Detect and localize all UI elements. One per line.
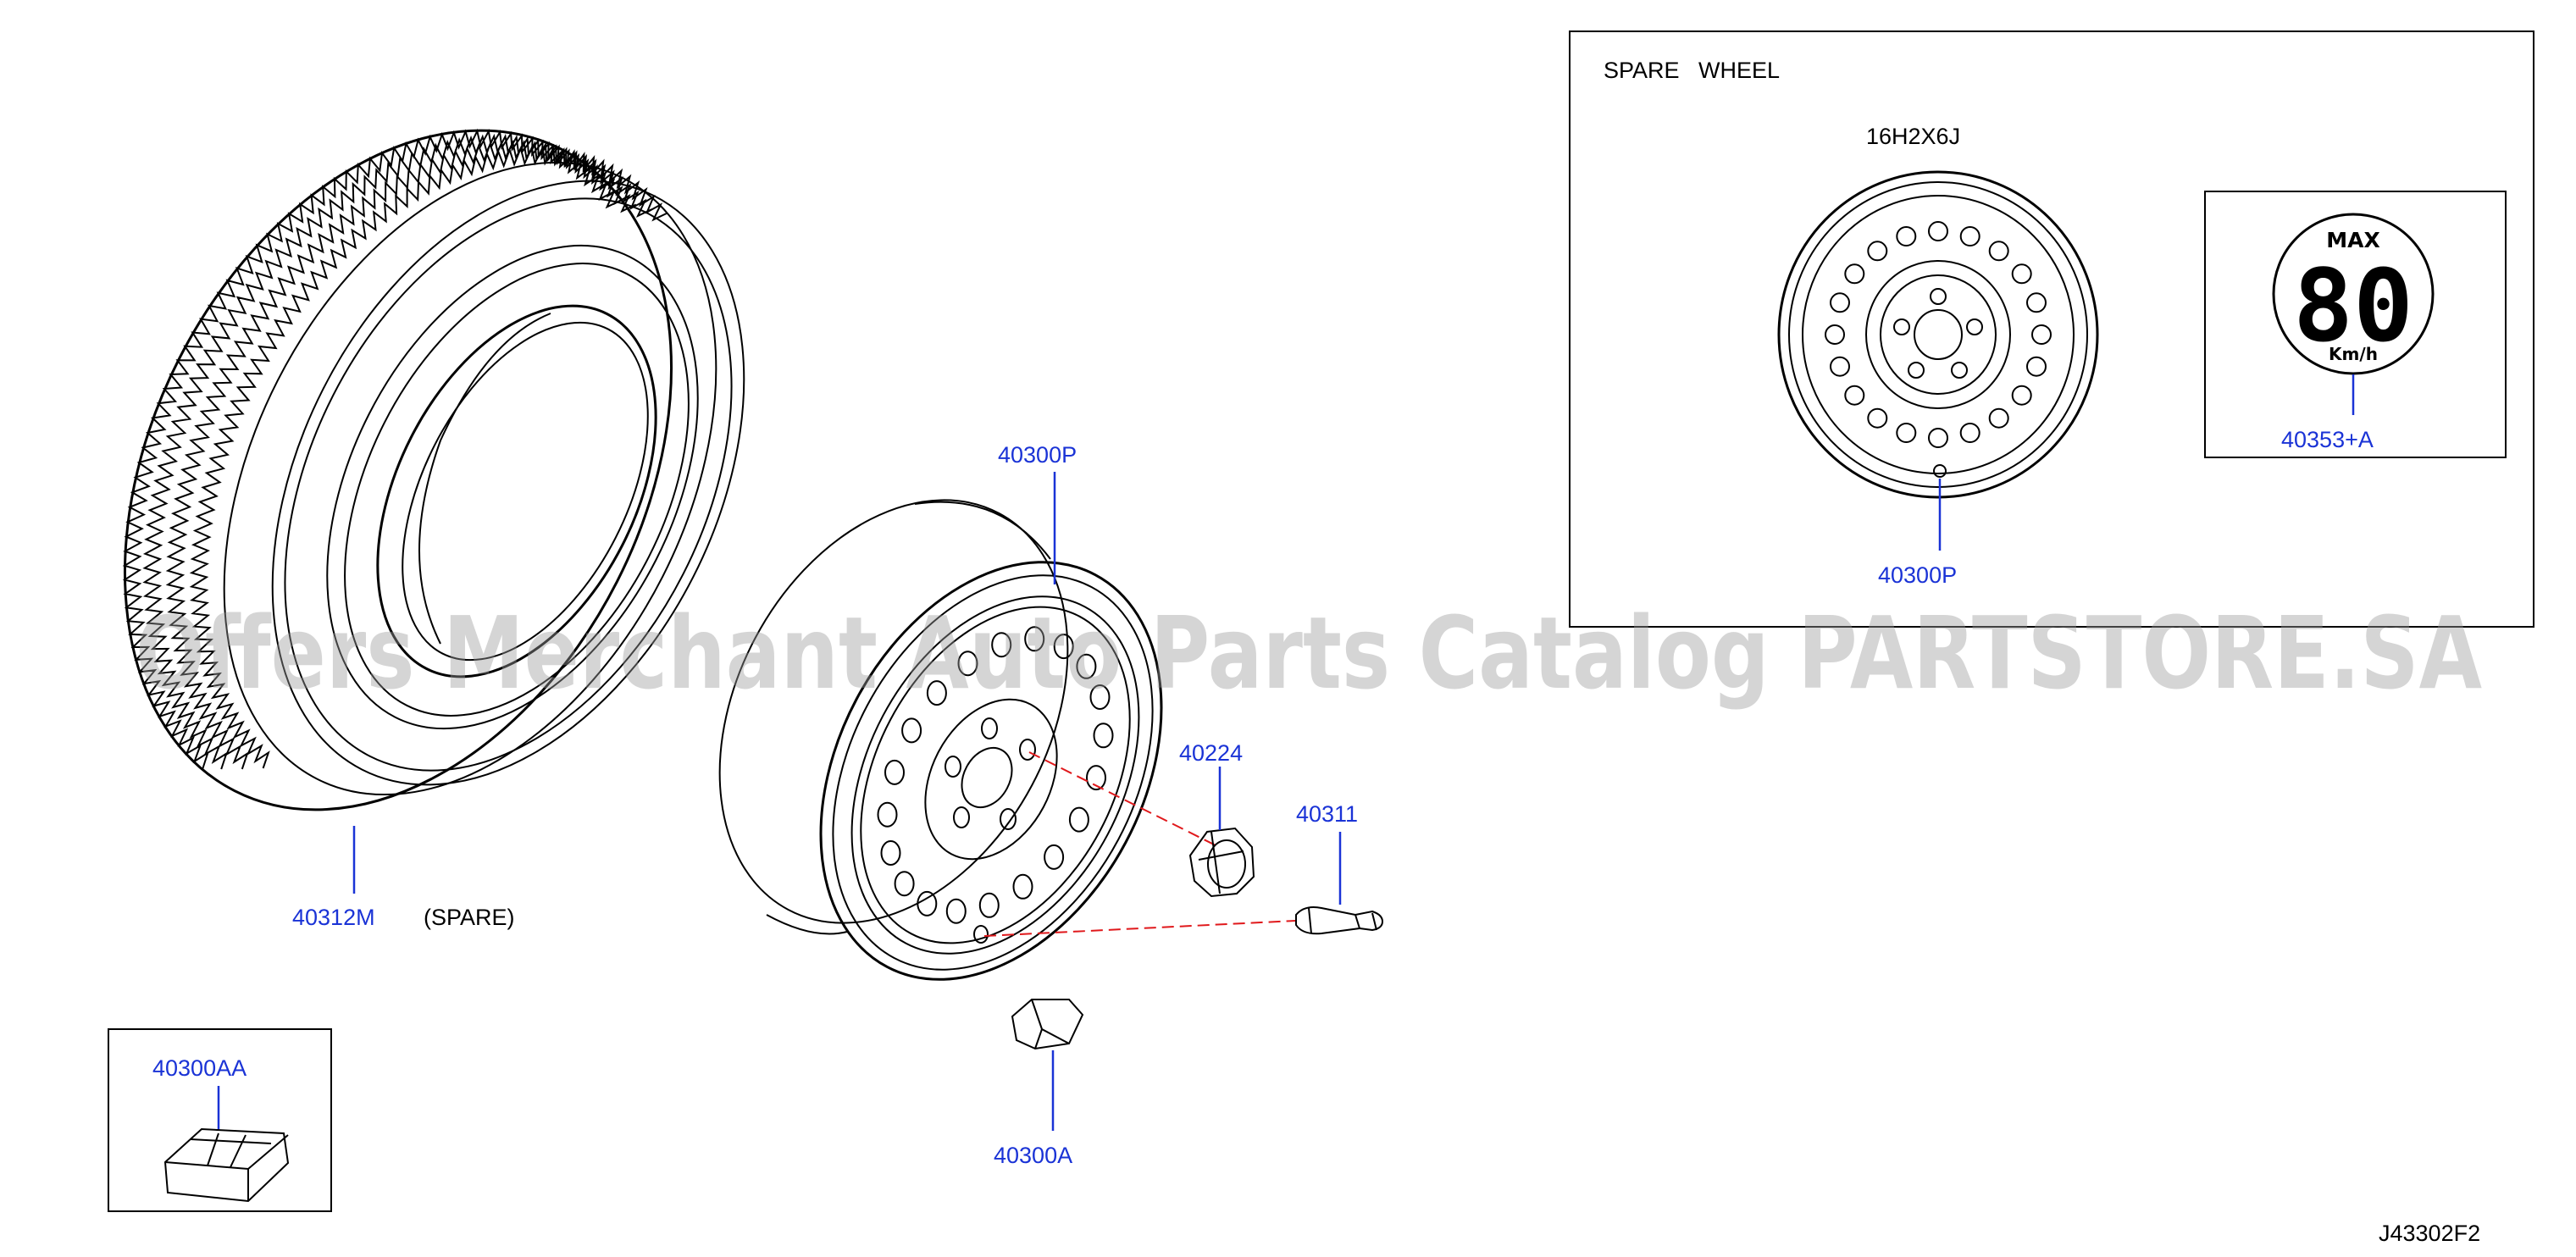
vent-hole: [1844, 263, 1865, 285]
vent-hole: [1068, 806, 1089, 833]
tire-spare-note: (SPARE): [424, 905, 515, 930]
vent-hole: [926, 680, 947, 706]
vent-hole: [1844, 385, 1865, 406]
vent-hole: [957, 651, 978, 677]
watermark-text: Offers Merchant Auto Parts Catalog PARTS…: [136, 595, 2482, 712]
vent-hole: [1867, 241, 1888, 262]
wheel-vent-holes: [877, 626, 1114, 924]
vent-hole: [1053, 634, 1074, 660]
vent-hole: [1024, 626, 1045, 652]
vent-hole: [1089, 684, 1111, 710]
diagram-code: J43302F2: [2379, 1221, 2480, 1246]
vent-hole: [1830, 356, 1850, 377]
vent-hole: [1086, 765, 1106, 791]
tread-band: [122, 128, 622, 769]
vent-hole: [1928, 428, 1948, 448]
wheel-nut-drawing[interactable]: [1188, 827, 1255, 898]
tire-part-number[interactable]: 40312M: [292, 905, 375, 930]
vent-hole: [2031, 324, 2052, 345]
weight-set-part-number[interactable]: 40300AA: [152, 1055, 247, 1081]
vent-hole: [978, 892, 1000, 918]
valve-drawing[interactable]: [1295, 906, 1384, 935]
vent-hole: [1076, 653, 1097, 679]
speed-label-part-number[interactable]: 40353+A: [2281, 427, 2374, 452]
vent-hole: [884, 759, 905, 785]
valve-part-number[interactable]: 40311: [1296, 801, 1358, 827]
wheel-size-label: 16H2X6J: [1866, 124, 1960, 149]
valve-assembly-line: [983, 920, 1297, 937]
vent-hole: [901, 717, 922, 744]
spare-wheel-front-drawing[interactable]: [1777, 170, 2099, 499]
weight-set-drawing[interactable]: [163, 1127, 290, 1203]
vent-hole: [917, 890, 938, 916]
vent-hole: [1044, 844, 1065, 870]
vent-hole: [2026, 356, 2047, 377]
vent-hole: [1896, 226, 1917, 246]
tire-tread-pattern: [122, 128, 668, 770]
spare-wheel-box: [1569, 30, 2534, 628]
vent-hole: [1093, 723, 1114, 749]
vent-hole: [1830, 292, 1850, 313]
vent-hole: [2011, 385, 2032, 406]
vent-hole: [1959, 423, 1980, 443]
vent-hole: [1928, 221, 1948, 241]
vent-hole: [1825, 324, 1845, 345]
vent-hole: [991, 632, 1012, 658]
vent-hole: [1012, 873, 1033, 900]
speed-label-box: [2204, 191, 2507, 458]
weight-set-box: [108, 1028, 332, 1212]
vent-hole: [1988, 407, 2009, 429]
spare-wheel-part-number[interactable]: 40300P: [1878, 562, 1957, 588]
tread-band: [189, 145, 668, 769]
wheel-drawing[interactable]: [650, 440, 1230, 1038]
speed-sign-value: 80: [2293, 247, 2413, 364]
vent-hole: [877, 801, 898, 828]
vent-hole: [880, 840, 901, 866]
vent-hole: [894, 871, 915, 897]
tire-drawing[interactable]: [16, 38, 839, 903]
balance-weight-drawing[interactable]: [1011, 999, 1084, 1050]
vent-hole: [1959, 226, 1980, 246]
vent-hole: [1896, 423, 1917, 443]
wheel-part-number[interactable]: 40300P: [998, 442, 1077, 468]
spare-wheel-vent-holes: [1825, 221, 2052, 448]
speed-sign-unit: Km/h: [2329, 344, 2378, 364]
vent-hole: [2026, 292, 2047, 313]
spare-wheel-title: SPARE WHEEL: [1604, 58, 1780, 83]
vent-hole: [1867, 407, 1888, 429]
speed-limit-sign[interactable]: [2272, 213, 2435, 375]
vent-hole: [945, 898, 967, 924]
vent-hole: [1988, 241, 2009, 262]
nut-part-number[interactable]: 40224: [1179, 740, 1243, 766]
vent-hole: [2011, 263, 2032, 285]
balance-weight-part-number[interactable]: 40300A: [994, 1143, 1072, 1168]
speed-sign-max: MAX: [2326, 228, 2380, 252]
